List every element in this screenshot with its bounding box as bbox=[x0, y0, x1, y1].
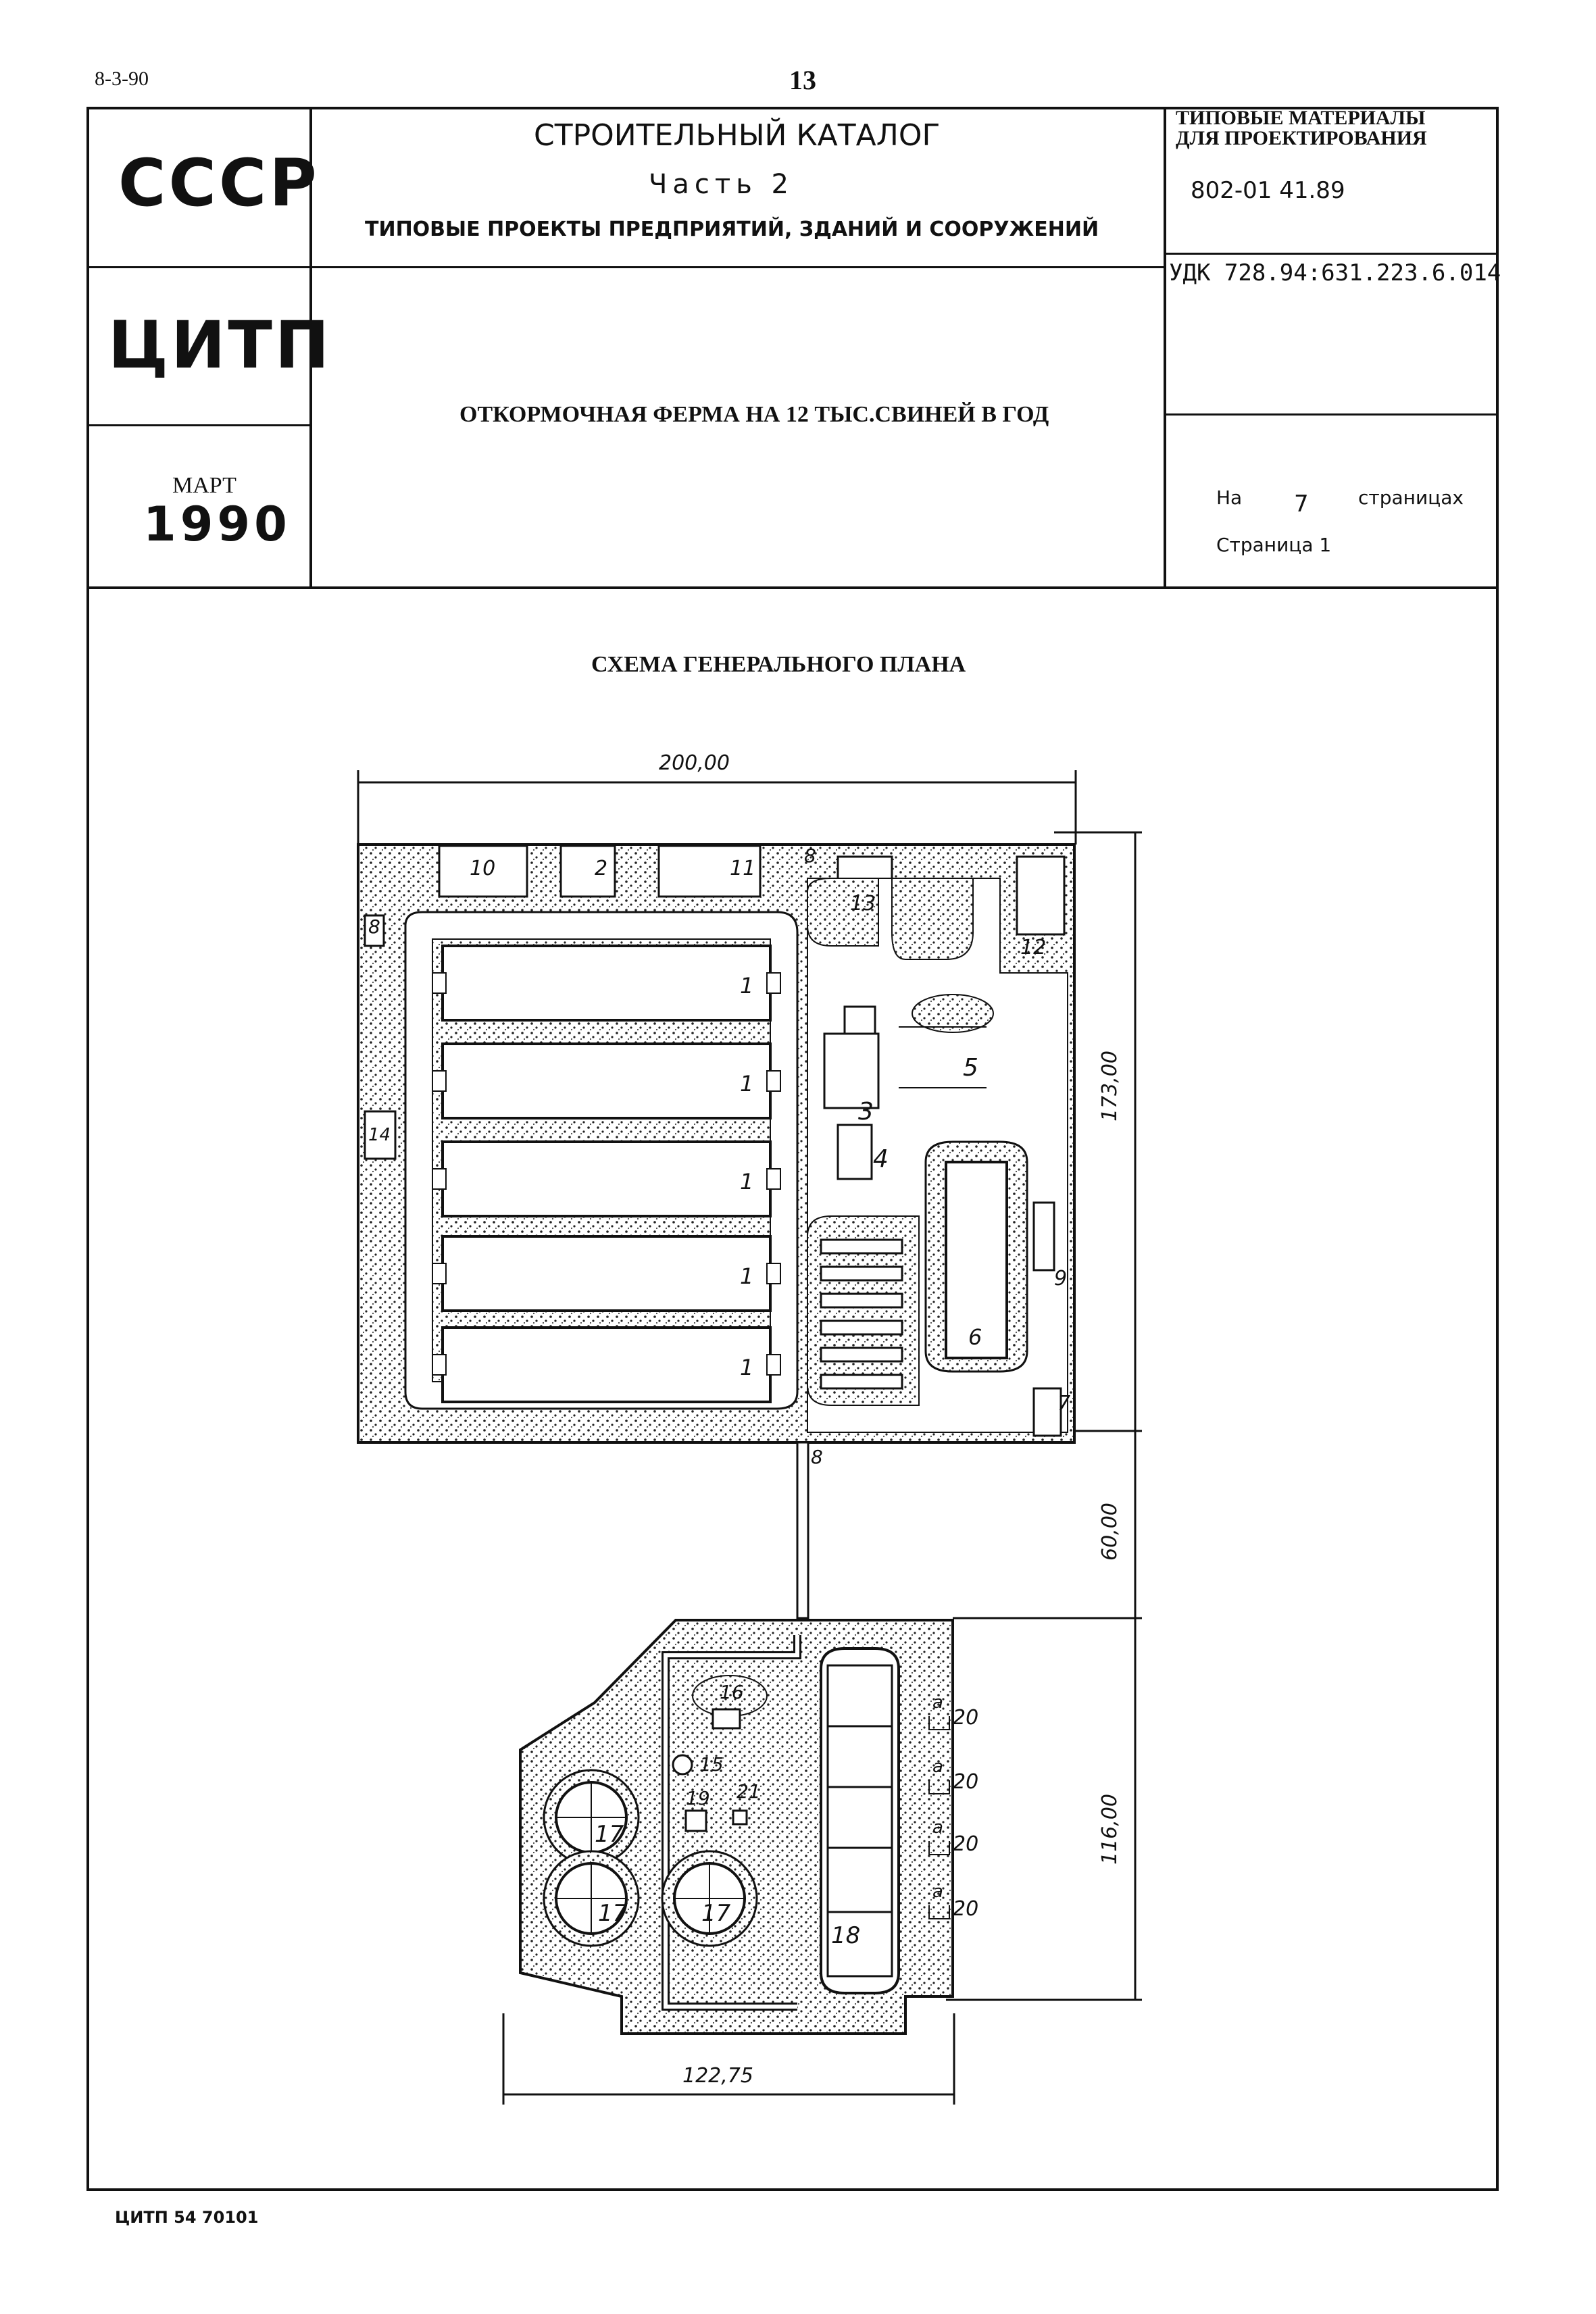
page-line: Страница 1 bbox=[1216, 534, 1332, 556]
catalog-part: Часть 2 bbox=[649, 169, 794, 200]
building-label-9: 9 bbox=[1054, 1267, 1068, 1290]
building-label-19: 19 bbox=[686, 1787, 710, 1809]
header-col2-divider bbox=[1164, 107, 1166, 588]
materials-line1: ТИПОВЫЕ МАТЕРИАЛЫ bbox=[1176, 107, 1426, 129]
building-label-14: 14 bbox=[368, 1125, 391, 1145]
header-row1-divider bbox=[86, 266, 1166, 268]
plan-title: СХЕМА ГЕНЕРАЛЬНОГО ПЛАНА bbox=[591, 652, 966, 677]
pages-count: 7 bbox=[1294, 491, 1309, 518]
building-label-1d: 1 bbox=[740, 1263, 754, 1289]
building-label-16: 16 bbox=[720, 1681, 744, 1703]
building-label-6: 6 bbox=[968, 1324, 982, 1350]
building-label-1e: 1 bbox=[740, 1355, 754, 1380]
header-col1-divider bbox=[309, 107, 312, 588]
header-col3-row1 bbox=[1164, 253, 1499, 255]
building-label-8-top: 8 bbox=[804, 845, 816, 867]
building-label-20d: 20 bbox=[953, 1897, 979, 1921]
building-label-1a: 1 bbox=[740, 973, 754, 999]
building-label-15: 15 bbox=[699, 1753, 724, 1776]
building-label-a4: а bbox=[932, 1882, 943, 1902]
building-label-1b: 1 bbox=[740, 1071, 754, 1097]
building-label-18: 18 bbox=[831, 1922, 861, 1949]
top-left-code: 8-3-90 bbox=[95, 68, 149, 90]
building-label-8-mid: 8 bbox=[811, 1446, 823, 1468]
building-label-11: 11 bbox=[730, 857, 756, 880]
footer-code: ЦИТП 54 70101 bbox=[115, 2208, 259, 2227]
catalog-title: СТРОИТЕЛЬНЫЙ КАТАЛОГ bbox=[534, 118, 941, 153]
project-title: ОТКОРМОЧНАЯ ФЕРМА НА 12 ТЫС.СВИНЕЙ В ГОД bbox=[459, 402, 1049, 427]
header-row2-divider bbox=[86, 424, 312, 426]
dimension-right-lower: 116,00 bbox=[1098, 1794, 1122, 1865]
dimension-bottom: 122,75 bbox=[682, 2064, 753, 2088]
catalog-section: ТИПОВЫЕ ПРОЕКТЫ ПРЕДПРИЯТИЙ, ЗДАНИЙ И СО… bbox=[365, 218, 1099, 241]
building-label-5: 5 bbox=[963, 1054, 978, 1082]
building-label-3: 3 bbox=[858, 1098, 874, 1126]
header-divider bbox=[86, 586, 1499, 589]
building-label-7: 7 bbox=[1057, 1392, 1071, 1415]
dimension-top: 200,00 bbox=[659, 751, 730, 775]
page-number: 13 bbox=[789, 65, 816, 95]
org-label: ЦИТП bbox=[108, 307, 332, 383]
building-label-10: 10 bbox=[470, 857, 496, 880]
udk-code: УДК 728.94:631.223.6.014 bbox=[1169, 259, 1501, 286]
country-label: СССР bbox=[118, 145, 320, 221]
year-label: 1990 bbox=[143, 497, 291, 552]
building-label-20a: 20 bbox=[953, 1706, 979, 1730]
building-label-17c: 17 bbox=[701, 1900, 731, 1927]
building-label-a2: а bbox=[932, 1757, 943, 1777]
pages-suffix: страницах bbox=[1358, 486, 1464, 509]
header-col3-row2 bbox=[1164, 413, 1499, 416]
building-label-1c: 1 bbox=[740, 1169, 754, 1194]
building-label-21: 21 bbox=[737, 1780, 761, 1803]
building-label-a3: а bbox=[932, 1817, 943, 1838]
building-label-13: 13 bbox=[850, 892, 876, 915]
dimension-right-upper: 173,00 bbox=[1098, 1051, 1122, 1122]
materials-line2: ДЛЯ ПРОЕКТИРОВАНИЯ bbox=[1176, 127, 1427, 149]
doc-code: 802-01 41.89 bbox=[1191, 177, 1345, 204]
building-label-20c: 20 bbox=[953, 1832, 979, 1856]
building-label-17a: 17 bbox=[595, 1821, 624, 1848]
month-label: МАРТ bbox=[172, 473, 236, 498]
building-label-8-left: 8 bbox=[368, 915, 380, 938]
building-label-20b: 20 bbox=[953, 1770, 979, 1794]
building-label-12: 12 bbox=[1020, 936, 1047, 959]
building-label-4: 4 bbox=[873, 1145, 889, 1173]
building-label-17b: 17 bbox=[598, 1900, 628, 1927]
dimension-right-middle: 60,00 bbox=[1098, 1503, 1122, 1561]
building-label-2: 2 bbox=[595, 857, 608, 880]
building-label-a1: а bbox=[932, 1692, 943, 1713]
title-block-frame bbox=[86, 107, 1499, 2191]
pages-prefix: На bbox=[1216, 486, 1243, 509]
